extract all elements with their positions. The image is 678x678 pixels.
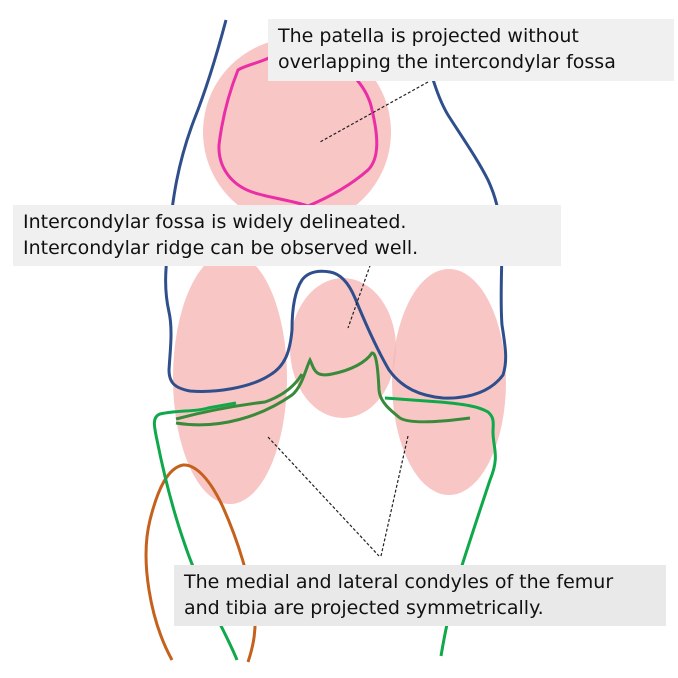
lateral-condyle-leader-line: [380, 435, 409, 557]
patella-leader-line: [319, 81, 429, 143]
patella-annotation-line1: The patella is projected without: [278, 25, 579, 47]
patella-annotation: The patella is projected without overlap…: [268, 19, 674, 81]
tibial-spine-line: [175, 373, 304, 421]
patella-annotation-line2: overlapping the intercondylar fossa: [278, 51, 616, 73]
condyles-annotation-line1: The medial and lateral condyles of the f…: [184, 571, 614, 593]
fossa-leader-line: [347, 259, 373, 329]
medial-condyle-leader-line: [267, 436, 380, 557]
highlight-regions: [173, 38, 506, 504]
lateral-condyle-highlight: [392, 269, 506, 495]
condyles-annotation-line2: and tibia are projected symmetrically.: [184, 597, 544, 619]
medial-condyle-highlight: [173, 252, 287, 504]
patella-highlight: [203, 38, 391, 226]
fossa-annotation-line2: Intercondylar ridge can be observed well…: [23, 237, 419, 259]
leader-lines: [267, 81, 429, 557]
fossa-annotation-line1: Intercondylar fossa is widely delineated…: [23, 211, 407, 233]
intercondylar-highlight: [290, 278, 396, 418]
intercondylar-fossa-annotation: Intercondylar fossa is widely delineated…: [13, 205, 561, 266]
tibial-plateau-line: [175, 351, 471, 427]
condyles-annotation: The medial and lateral condyles of the f…: [174, 565, 666, 626]
